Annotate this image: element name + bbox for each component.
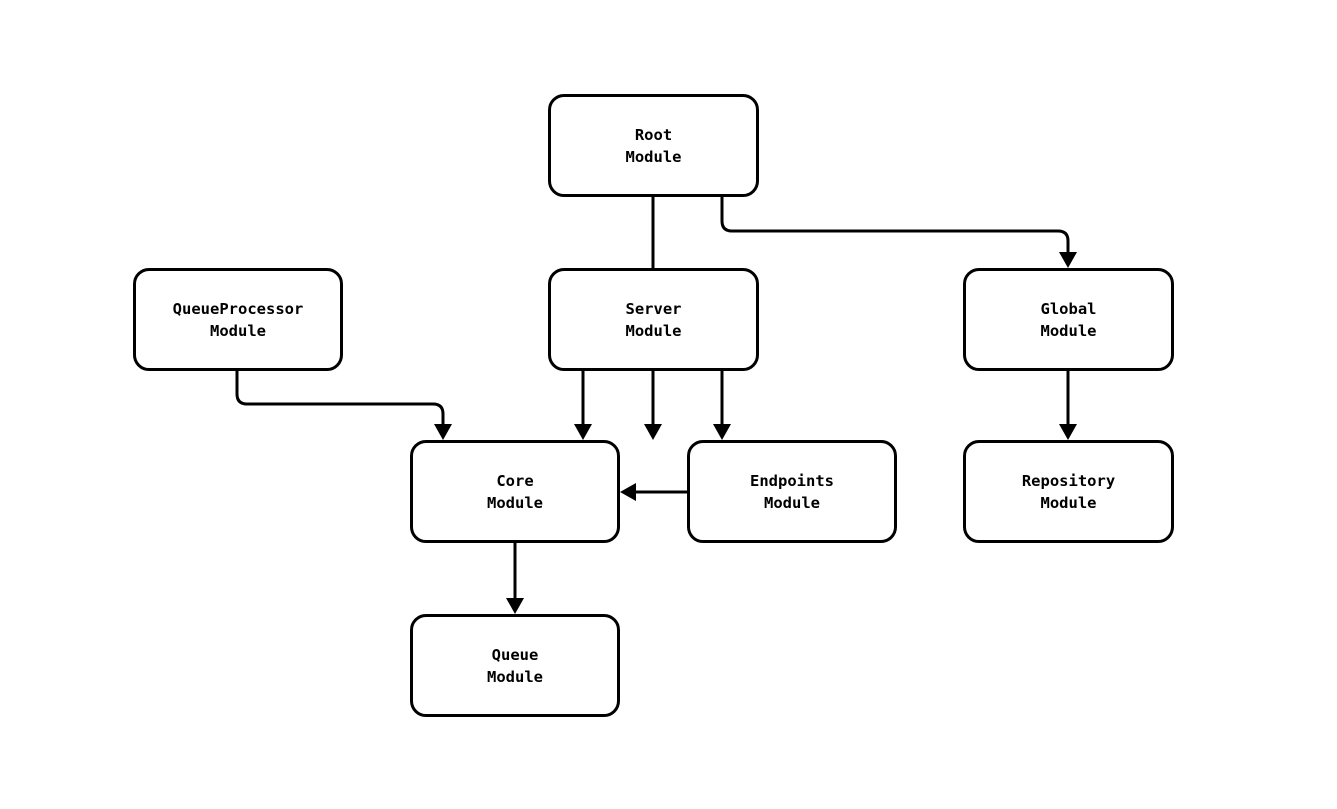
arrowhead-server-core bbox=[574, 424, 592, 440]
node-subtitle: Module bbox=[487, 493, 543, 512]
node-title: Server bbox=[625, 299, 682, 318]
node-title: Queue bbox=[491, 645, 539, 664]
arrowhead-queueprocessor-core bbox=[434, 424, 452, 440]
arrowhead-global-repository bbox=[1059, 424, 1077, 440]
node-title: QueueProcessor bbox=[172, 299, 304, 318]
arrowhead-core-queue bbox=[506, 598, 524, 614]
node-subtitle: Module bbox=[625, 147, 682, 166]
node-title: Root bbox=[634, 125, 673, 144]
node-subtitle: Module bbox=[1040, 321, 1097, 340]
arrowhead-root-server bbox=[644, 424, 662, 440]
edge-queueprocessor-core bbox=[235, 371, 445, 424]
arrowhead-root-global bbox=[1059, 252, 1077, 268]
node-subtitle: Module bbox=[487, 667, 543, 686]
node-subtitle: Module bbox=[625, 321, 682, 340]
arrowhead-server-endpoints bbox=[713, 424, 731, 440]
node-subtitle: Module bbox=[210, 321, 266, 340]
arrowhead-endpoints-core bbox=[620, 483, 636, 501]
node-title: Endpoints bbox=[750, 471, 834, 490]
node-title: Global bbox=[1040, 299, 1097, 318]
edge-root-global bbox=[720, 197, 1070, 252]
node-title: Repository bbox=[1021, 471, 1116, 490]
node-subtitle: Module bbox=[1040, 493, 1097, 512]
node-title: Core bbox=[496, 471, 534, 490]
node-subtitle: Module bbox=[764, 493, 820, 512]
